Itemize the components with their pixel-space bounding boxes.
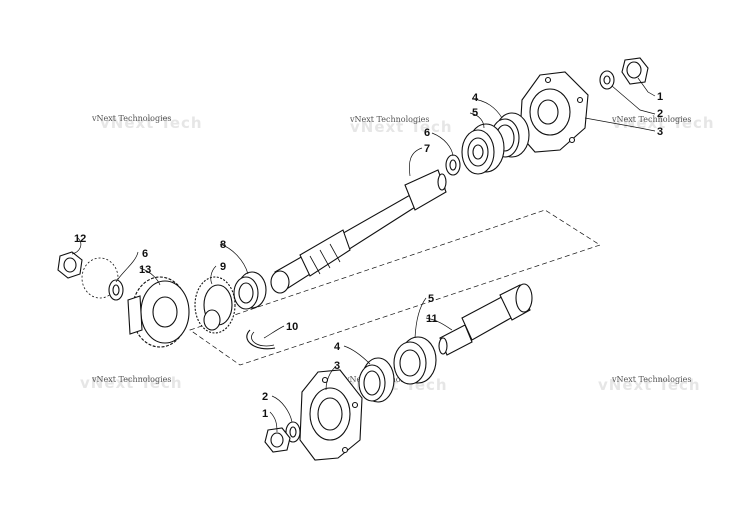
svg-text:vNext Technologies: vNext Technologies xyxy=(349,115,429,124)
callout-2-upper: 2 xyxy=(657,108,663,120)
callout-4-upper: 4 xyxy=(472,92,479,104)
callout-5-upper: 5 xyxy=(472,107,478,119)
assembly-outline xyxy=(189,209,601,366)
watermark-4: vNext Tech vNext Technologies xyxy=(80,374,183,392)
hub-plate-upper xyxy=(519,71,589,153)
nut-upper xyxy=(621,57,649,85)
output-shaft xyxy=(438,283,533,356)
callout-10: 10 xyxy=(286,321,298,333)
bevel-gear xyxy=(194,276,236,334)
svg-text:vNext Tech: vNext Tech xyxy=(100,114,203,132)
washer-shim-upper xyxy=(445,154,461,176)
callout-8: 8 xyxy=(220,239,226,251)
callout-6-upper: 6 xyxy=(424,127,430,139)
svg-text:vNext Technologies: vNext Technologies xyxy=(91,375,171,384)
callout-12: 12 xyxy=(74,233,86,245)
callout-1-upper: 1 xyxy=(657,91,663,103)
svg-text:vNext Tech: vNext Tech xyxy=(350,118,453,136)
svg-text:vNext Technologies: vNext Technologies xyxy=(91,114,171,123)
watermark-1: vNext Tech vNext Technologies xyxy=(91,114,203,132)
callout-5-lower: 5 xyxy=(428,293,434,305)
callout-1-lower: 1 xyxy=(262,408,268,420)
svg-text:vNext Technologies: vNext Technologies xyxy=(611,115,691,124)
nut-left xyxy=(57,251,83,279)
main-shaft xyxy=(270,169,447,294)
callout-3-lower: 3 xyxy=(334,360,340,372)
callout-2-lower: 2 xyxy=(262,391,268,403)
watermark-2: vNext Tech vNext Technologies xyxy=(349,115,453,136)
callout-labels: 1 2 3 4 5 6 7 12 6 13 8 9 10 5 11 4 3 2 … xyxy=(74,91,663,420)
hub-plate-lower xyxy=(299,369,363,461)
svg-text:vNext Tech: vNext Tech xyxy=(80,374,183,392)
washer-upper xyxy=(599,70,615,90)
callout-7: 7 xyxy=(424,143,430,155)
callout-6-left: 6 xyxy=(142,248,148,260)
watermark-6: vNext Tech vNext Technologies xyxy=(598,375,701,394)
nut-lower xyxy=(264,427,291,453)
callout-11: 11 xyxy=(426,313,438,325)
callout-9: 9 xyxy=(220,261,226,273)
gear-hub-left xyxy=(81,257,119,299)
bearing-left xyxy=(233,271,267,310)
svg-text:vNext Tech: vNext Tech xyxy=(598,376,701,394)
bearing-lower xyxy=(393,336,437,385)
spur-gear xyxy=(127,276,190,348)
seal-lower xyxy=(358,357,395,403)
snap-ring xyxy=(246,329,276,350)
callout-4-lower: 4 xyxy=(334,341,341,353)
svg-text:vNext Technologies: vNext Technologies xyxy=(611,375,691,384)
callout-13: 13 xyxy=(139,264,151,276)
bearing-upper xyxy=(461,123,505,175)
leader-lines xyxy=(71,77,656,433)
callout-3-upper: 3 xyxy=(657,126,663,138)
washer-left xyxy=(108,279,124,301)
